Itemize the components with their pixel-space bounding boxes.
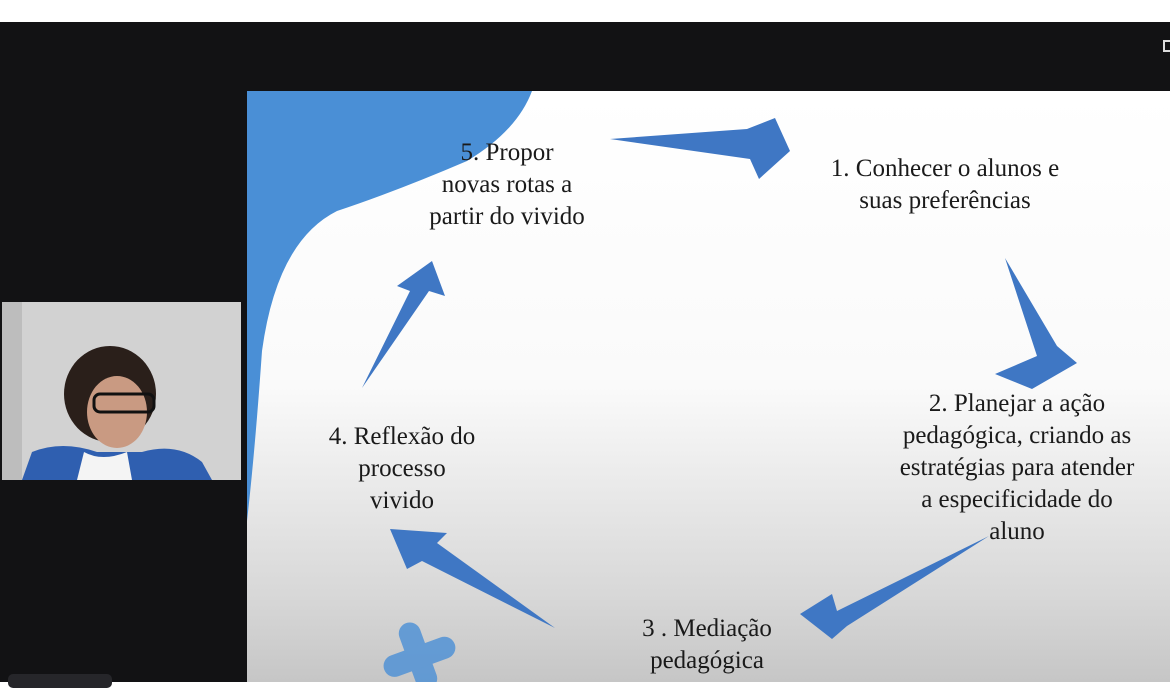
decorative-cross-icon bbox=[383, 622, 456, 682]
shared-slide: 1. Conhecer o alunos e suas preferências… bbox=[247, 91, 1170, 682]
decorative-blue-shape bbox=[247, 91, 532, 521]
step-2-label: 2. Planejar a ação pedagógica, criando a… bbox=[899, 390, 1135, 545]
step-5-label: 5. Propor novas rotas a partir do vivido bbox=[429, 139, 585, 230]
participant-avatar bbox=[2, 302, 241, 480]
participant-video[interactable] bbox=[2, 302, 241, 480]
arrow-3-to-4 bbox=[390, 529, 555, 628]
arrow-2-to-3 bbox=[800, 536, 989, 639]
step-4-label: 4. Reflexão do processo vivido bbox=[328, 423, 476, 514]
window-icon[interactable] bbox=[1163, 40, 1170, 52]
step-1-label: 1. Conhecer o alunos e suas preferências bbox=[830, 155, 1060, 214]
arrow-4-to-5 bbox=[362, 261, 445, 388]
step-3-label: 3 . Mediação pedagógica bbox=[642, 615, 772, 674]
arrow-1-to-2 bbox=[995, 258, 1077, 389]
cycle-diagram bbox=[247, 91, 1077, 682]
arrow-5-to-1 bbox=[610, 118, 790, 179]
participant-name-bar bbox=[8, 674, 112, 688]
